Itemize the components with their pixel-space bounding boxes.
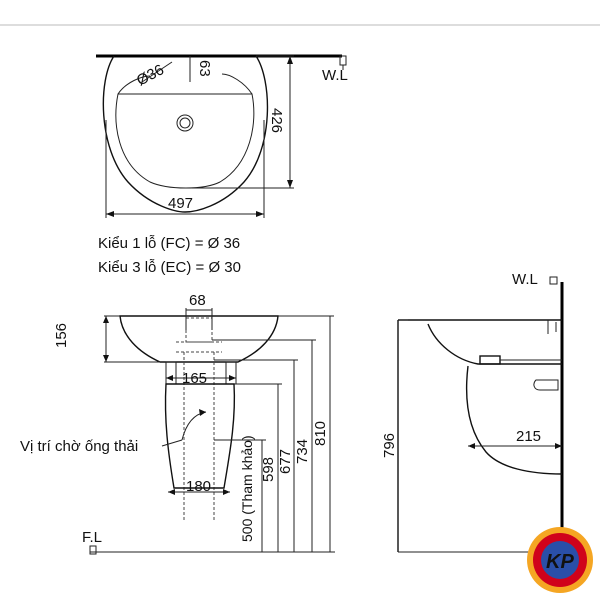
- dim-215-arrow-left: [468, 443, 475, 449]
- plan-view: Ø36 63 426 497 W.L: [96, 54, 348, 218]
- dim-796-label: 796: [381, 433, 398, 458]
- side-trap: [533, 379, 559, 391]
- plan-drain-hole-inner: [179, 117, 191, 129]
- bracket-arrow-left: [166, 375, 173, 381]
- basin-depth-label: 426: [268, 108, 285, 133]
- water-line-top-label: W.L: [322, 67, 348, 84]
- dim-215-arrow-right: [555, 443, 562, 449]
- depth-arrow-top: [287, 56, 293, 64]
- wl-side-symbol: [549, 276, 558, 285]
- front-view: 68 156 165 180 Vị trí chờ ống thải 500: [20, 292, 335, 555]
- bracket-arrow-right: [229, 375, 236, 381]
- depth-arrow-bottom: [287, 180, 293, 188]
- floor-line-label: F.L: [82, 529, 102, 546]
- height-arrow-top: [103, 316, 109, 323]
- side-faucet-detail: [547, 320, 557, 334]
- drain-arrow-curve: [181, 411, 207, 441]
- dim-677-label: 677: [277, 449, 294, 474]
- drain-position-label: Vị trí chờ ống thải: [20, 438, 138, 455]
- model-1-hole-note: Kiểu 1 lỗ (FC) = Ø 36: [98, 235, 240, 252]
- dim-500-label: 500 (Tham khảo): [239, 435, 255, 542]
- model-3-hole-note: Kiểu 3 lỗ (EC) = Ø 30: [98, 259, 241, 276]
- width-arrow-left: [106, 211, 114, 217]
- drain-width-label: 68: [189, 292, 206, 309]
- dim-734-label: 734: [294, 439, 311, 464]
- logo-text: KP: [546, 551, 574, 573]
- front-pedestal: [164, 383, 236, 489]
- side-basin-outline: [398, 319, 562, 365]
- logo-inner: [541, 541, 579, 579]
- drain-arrow-head: [199, 409, 206, 416]
- front-drain-assembly: [185, 317, 213, 343]
- plan-basin-outline: [102, 55, 269, 213]
- front-basin-outline: [119, 315, 279, 363]
- drain-position-leader: [161, 439, 183, 447]
- water-line-side-label: W.L: [512, 271, 538, 288]
- plan-drain-hole: [176, 114, 194, 132]
- fl-symbol: [89, 545, 97, 555]
- side-pedestal: [465, 365, 563, 475]
- wall-gap-label: 215: [516, 428, 541, 445]
- pedestal-base-label: 180: [186, 478, 211, 495]
- plan-hole-leader: [141, 61, 173, 83]
- height-arrow-bottom: [103, 355, 109, 362]
- bracket-width-label: 165: [182, 370, 207, 387]
- base-arrow-left: [168, 489, 175, 495]
- side-view: W.L 796 215: [381, 271, 564, 560]
- side-drain-fitting: [479, 355, 501, 365]
- plan-bowl-outline: [115, 93, 255, 189]
- base-arrow-right: [223, 489, 230, 495]
- width-arrow-right: [256, 211, 264, 217]
- bracket-right: [225, 361, 237, 385]
- basin-height-label: 156: [53, 323, 70, 348]
- bracket-left: [165, 361, 177, 385]
- hole-offset-label: 63: [196, 60, 213, 77]
- dim-810-label: 810: [312, 421, 329, 446]
- plan-deck-notch: [117, 73, 253, 95]
- dim-598-label: 598: [260, 457, 277, 482]
- hole-diameter-label: Ø36: [134, 61, 167, 89]
- kp-logo: KP: [527, 527, 593, 593]
- basin-width-label: 497: [168, 195, 193, 212]
